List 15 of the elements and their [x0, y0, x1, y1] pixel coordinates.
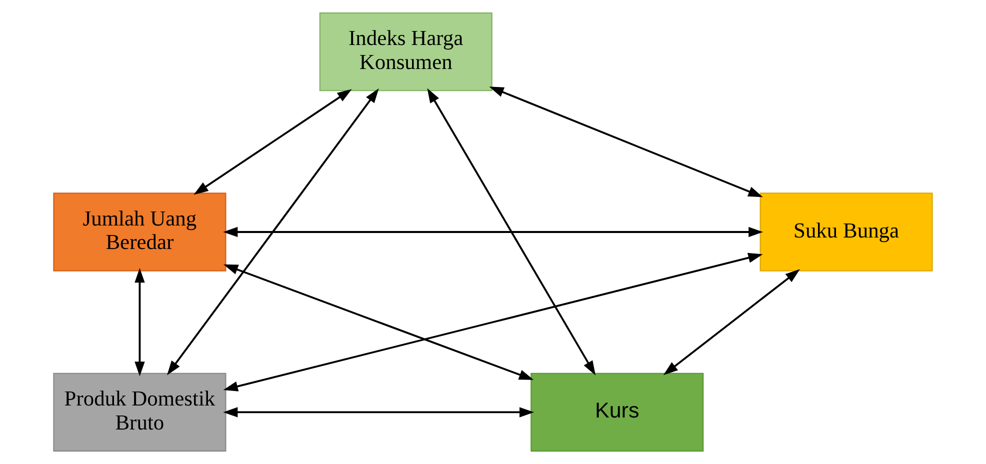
arrow: [134, 268, 145, 376]
node-box: Indeks Harga Konsumen: [319, 12, 492, 92]
arrow: [663, 269, 800, 376]
arrow: [427, 88, 596, 376]
arrow: [223, 407, 534, 418]
arrow: [223, 252, 763, 392]
node-box: Jumlah Uang Beredar: [53, 192, 226, 272]
arrow: [489, 86, 763, 198]
node-box: Produk Domestik Bruto: [53, 372, 226, 452]
node-box: Kurs: [530, 372, 704, 452]
arrow: [223, 226, 764, 238]
node-box: Suku Bunga: [760, 192, 933, 272]
arrow: [223, 264, 534, 380]
arrow: [167, 88, 379, 376]
arrow: [194, 89, 352, 195]
